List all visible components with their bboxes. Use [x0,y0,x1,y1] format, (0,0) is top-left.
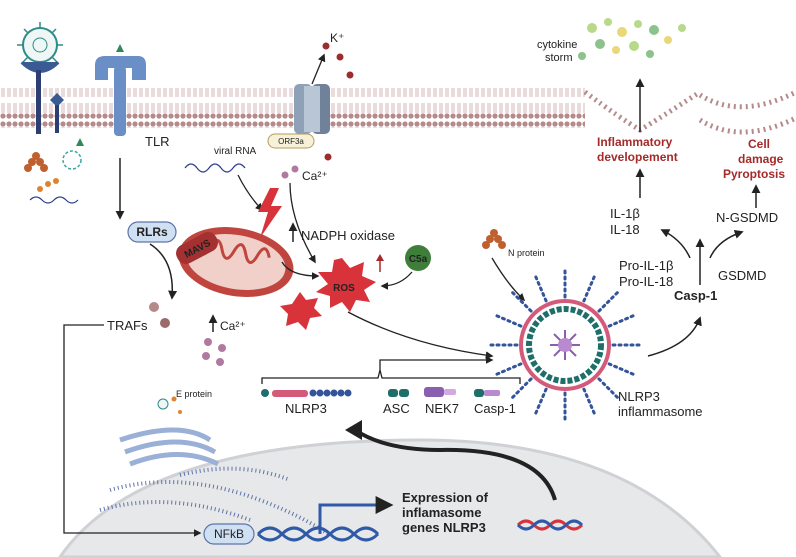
gsdmd-label: GSDMD [718,268,766,283]
nlrp3-inflammasome-label-1: NLRP3 [618,389,660,404]
cytokine-storm-label-2: storm [545,52,573,64]
pro-il18-label: Pro-IL-18 [619,274,673,289]
k-ions [322,42,354,79]
cytokine-storm-icon [578,18,686,60]
e-protein-label: E protein [176,389,212,399]
orf3a-label: ORF3a [278,137,304,146]
golgi-er-icon [99,427,332,537]
rlrs-label: RLRs [136,225,168,239]
expression-label-2: inflamasome [402,505,481,520]
mrna-helix-icon [516,519,584,531]
k-ion-label: K⁺ [330,31,344,45]
nlrp3-label: NLRP3 [285,401,327,416]
ca-ions-top [281,153,332,179]
orf3a-badge: ORF3a [267,133,315,149]
ca-mid-label: Ca²⁺ [220,319,246,333]
ace2-receptor-icon [20,60,64,134]
c5a-badge: C5a [405,245,431,271]
nfkb-label: NFkB [214,527,244,541]
pyroptosis-label: Pyroptosis [723,167,785,181]
cell-damage-label-1: Cell [748,137,770,151]
asc-label: ASC [383,401,410,416]
ros-burst-icon: ROS [316,258,376,312]
inflammatory-label-1: Inflammatory [597,135,673,149]
nlrp3-inflammasome-icon [488,266,642,422]
dna-helix-icon [256,526,380,542]
nek7-label: NEK7 [425,401,459,416]
inflammatory-label-2: developement [597,150,678,164]
n-gsdmd-label: N-GSDMD [716,210,778,225]
orange-dots [37,178,59,192]
casp1-bold-label: Casp-1 [674,288,717,303]
expression-label-1: Expression of [402,490,489,505]
e-protein-icon [157,396,182,414]
nfkb-badge: NFkB [203,523,255,545]
cytokine-storm-label-1: cytokine [537,39,577,51]
ca-top-label: Ca²⁺ [302,169,328,183]
ros-label: ROS [333,283,355,294]
trafs-label: TRAFs [107,318,148,333]
casp1-label: Casp-1 [474,401,516,416]
nlrp3-gene-icon [261,389,352,397]
nlrp3-inflammasome-label-2: inflammasome [618,404,703,419]
c5a-label: C5a [409,254,428,265]
asc-icon [388,389,409,397]
nadph-label: NADPH oxidase [301,228,395,243]
n-protein-icon [482,229,506,249]
tlr-label: TLR [145,134,170,149]
ca-ions-mid [202,338,226,366]
viral-rna-strand [184,163,246,173]
expression-label-3: genes NLRP3 [402,520,486,535]
il18-label: IL-18 [610,222,640,237]
tlr-icon [95,44,146,136]
casp1-icon [474,389,500,397]
nek7-icon [424,387,456,397]
lightning-icon [258,188,282,238]
cell-damage-label-2: damage [738,152,784,166]
viral-fragments-icon [24,138,84,204]
orf3a-channel-icon [294,84,330,134]
n-protein-label: N protein [508,248,545,258]
components-bracket [261,369,521,384]
ros-burst-small-icon [280,292,322,330]
il1b-label: IL-1β [610,206,640,221]
rlrs-badge: RLRs [127,221,177,243]
expression-feedback-arrow [353,428,557,501]
pro-il1b-label: Pro-IL-1β [619,258,673,273]
traf-dots [149,302,170,328]
viral-rna-label: viral RNA [214,146,257,157]
virus-icon [17,22,63,68]
